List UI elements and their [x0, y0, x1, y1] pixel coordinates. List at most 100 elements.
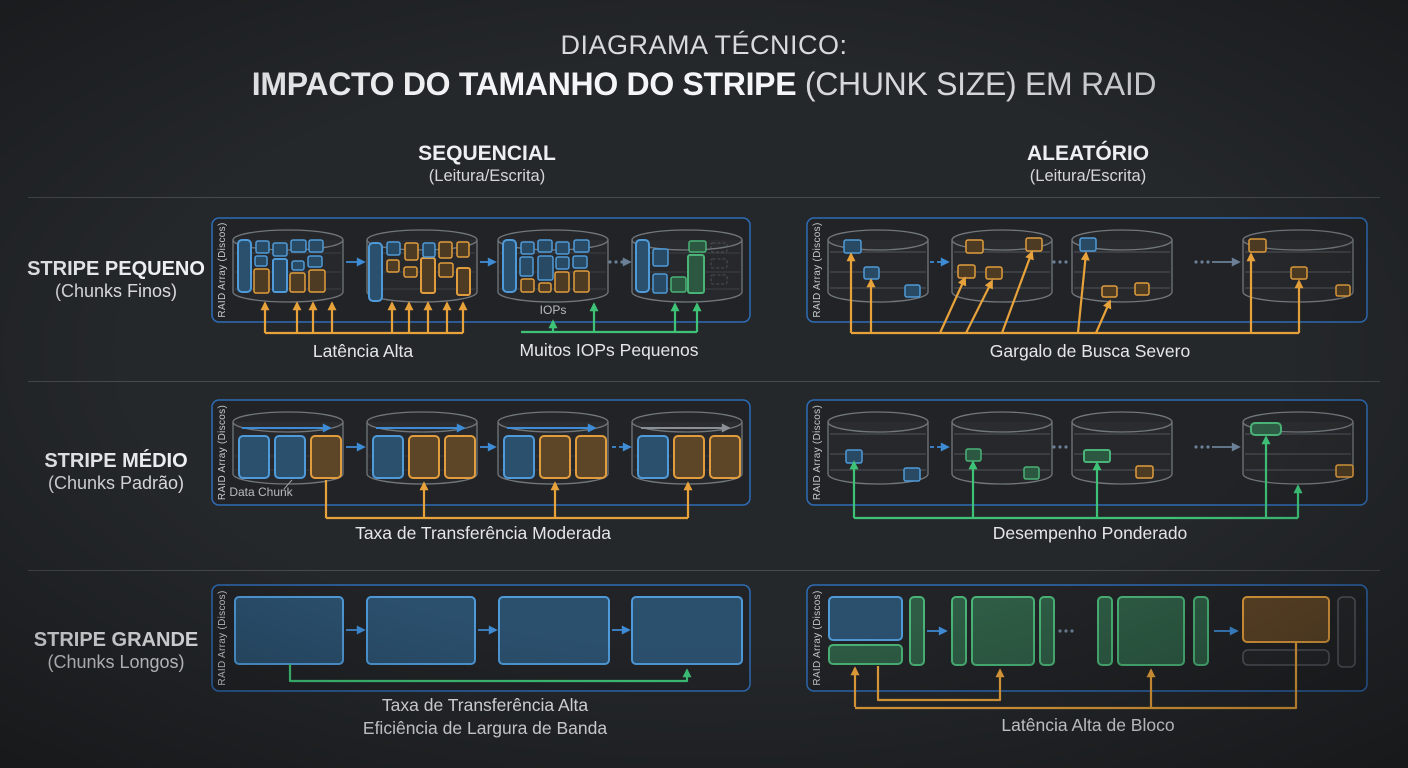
data-chunk-block: [1101, 285, 1118, 298]
disk-cylinder-top: [232, 229, 344, 251]
data-chunk-block: [456, 267, 471, 296]
disk-cylinder: [1242, 229, 1354, 303]
panel-seq-medio: RAID Array (Discos): [211, 399, 751, 520]
data-chunk-block: [539, 435, 571, 479]
data-chunk-block: [828, 644, 903, 665]
data-chunk-block: [274, 435, 306, 479]
ellipsis-dot: [1058, 629, 1062, 633]
ellipsis-dot: [1058, 445, 1062, 449]
data-chunk-block: [863, 266, 880, 280]
annotation-up-arrow: [1000, 250, 1034, 334]
panel-aleat-pequeno: RAID Array (Discos): [806, 217, 1368, 335]
data-chunk-block: [652, 248, 669, 267]
column-subtitle-sequencial: (Leitura/Escrita): [428, 167, 546, 185]
annotation-muitos-iops: Muitos IOPs Pequenos: [519, 340, 699, 360]
data-chunk-block: [307, 255, 323, 268]
data-chunk-block: [1079, 237, 1097, 252]
data-chunk-block: [673, 435, 705, 479]
disk-cylinder-top: [497, 229, 609, 251]
data-chunk-block: [308, 239, 324, 253]
data-chunk-placeholder: [710, 274, 728, 285]
raid-array-panel: [211, 584, 751, 692]
data-chunk-block: [670, 276, 687, 293]
data-chunk-block: [1097, 596, 1113, 666]
data-chunk-block: [635, 239, 650, 293]
data-chunk-block: [1134, 282, 1150, 296]
data-chunk-placeholder: [1337, 596, 1356, 668]
data-chunk-block: [688, 240, 707, 253]
disk-cylinder-top: [497, 411, 609, 433]
raid-array-panel: [806, 584, 1368, 692]
annotation-up-arrow: [938, 276, 967, 334]
disk-cylinder: [232, 411, 344, 485]
data-chunk-block: [951, 596, 967, 666]
disk-cylinder: [366, 229, 478, 303]
ellipsis-dot: [614, 260, 618, 264]
disk-cylinder: [497, 411, 609, 485]
disk-cylinder-body: [1071, 240, 1173, 303]
data-chunk-block: [537, 255, 554, 281]
data-chunk-block: [965, 448, 982, 462]
disk-cylinder: [631, 411, 743, 485]
data-chunk-block: [1290, 266, 1308, 280]
ellipsis-dot: [1064, 629, 1068, 633]
disk-cylinder-body: [951, 422, 1053, 485]
disk-cylinder-top: [366, 229, 478, 251]
raid-array-label: RAID Array (Discos): [812, 222, 823, 317]
disk-cylinder-body: [232, 240, 344, 303]
ellipsis-dot: [608, 260, 612, 264]
ellipsis-dot: [1206, 260, 1210, 264]
data-chunk-block: [498, 596, 610, 665]
annotation-up-arrow: [965, 279, 993, 334]
disk-cylinder-body: [951, 240, 1053, 303]
annotation-arrow-group: [324, 480, 693, 520]
data-chunk-block: [957, 264, 976, 279]
data-chunk-block: [1135, 465, 1154, 479]
panel-aleat-medio: RAID Array (Discos): [806, 399, 1368, 520]
data-chunk-block: [709, 435, 741, 479]
data-chunk-block: [843, 239, 862, 254]
annotation-taxa-moderada: Taxa de Transferência Moderada: [355, 523, 611, 543]
annotation-taxa-alta: Taxa de Transferência Alta: [381, 695, 589, 715]
data-chunk-block: [366, 596, 476, 665]
row-label-stripe-grande: STRIPE GRANDE: [33, 629, 199, 651]
disk-cylinder: [1071, 229, 1173, 303]
disk-cylinder-top: [951, 411, 1053, 433]
column-header-sequencial: SEQUENCIAL: [418, 142, 556, 165]
ellipsis-dot: [1200, 260, 1204, 264]
data-chunk-block: [503, 435, 535, 479]
annotation-up-arrow: [1076, 251, 1090, 334]
raid-array-label: RAID Array (Discos): [812, 405, 823, 500]
data-chunk-block: [1335, 284, 1351, 297]
disk-cylinder-body: [631, 240, 743, 303]
annotation-eficiencia-banda: Eficiência de Largura de Banda: [362, 718, 608, 738]
disk-cylinder-top: [1071, 411, 1173, 433]
panel-seq-grande: RAID Array (Discos): [211, 584, 751, 692]
row-label-stripe-pequeno: STRIPE PEQUENO: [27, 258, 205, 280]
data-chunk-block: [253, 268, 270, 294]
data-chunk-block: [408, 435, 440, 479]
data-chunk-block: [554, 271, 570, 293]
data-chunk-block: [555, 241, 570, 255]
row-label-stripe-medio: STRIPE MÉDIO: [44, 450, 188, 472]
data-chunk-block: [845, 449, 863, 464]
data-chunk-block: [519, 256, 534, 277]
annotation-desempenho-ponderado: Desempenho Ponderado: [992, 523, 1188, 543]
ellipsis-dot: [1064, 445, 1068, 449]
data-chunk-block: [272, 258, 288, 293]
annotation-arrow: [855, 643, 1298, 710]
disk-cylinder-top: [232, 411, 344, 433]
data-chunk-block: [237, 239, 252, 293]
data-chunk-block: [1250, 422, 1282, 436]
data-chunk-block: [1083, 449, 1111, 463]
raid-array-label: RAID Array (Discos): [217, 590, 228, 685]
annotation-arrow-group: [846, 250, 1304, 335]
annotation-latencia-alta: Latência Alta: [312, 341, 414, 361]
data-chunk-block: [573, 239, 590, 253]
data-chunk-block: [575, 435, 607, 479]
disk-cylinder: [951, 229, 1053, 303]
column-header-aleatorio: ALEATÓRIO: [1026, 142, 1150, 165]
ellipsis-dot: [1206, 445, 1210, 449]
